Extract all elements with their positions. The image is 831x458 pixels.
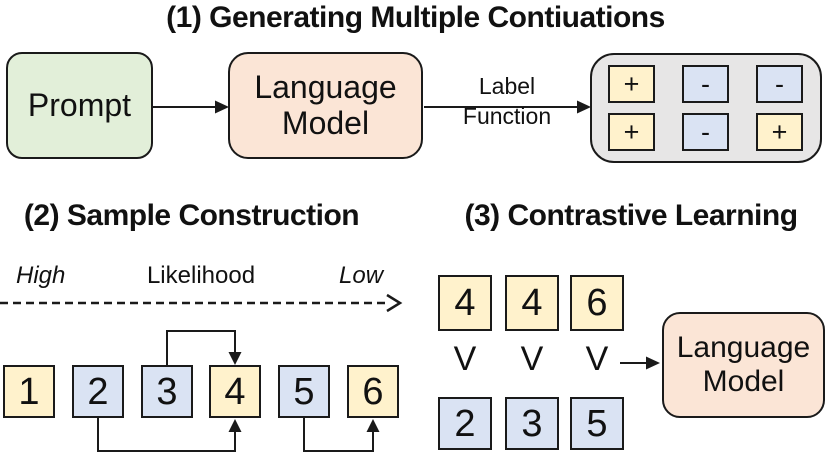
preference-symbol: V bbox=[520, 340, 544, 378]
continuation-cell: - bbox=[756, 65, 803, 103]
preference-symbol: V bbox=[585, 340, 609, 378]
section2-title: (2) Sample Construction bbox=[23, 199, 360, 232]
arrow-3-to-4 bbox=[167, 331, 242, 365]
continuation-cell: + bbox=[756, 113, 803, 151]
language-model-label-2: Language Model bbox=[676, 331, 811, 398]
likelihood-high-label: High bbox=[16, 262, 66, 289]
negative-sample-box: 5 bbox=[570, 397, 624, 450]
positive-sample-box: 4 bbox=[438, 275, 492, 331]
label-function-caption: Label Function bbox=[462, 73, 552, 129]
arrow-2-to-4 bbox=[98, 418, 242, 451]
sample-box-2: 2 bbox=[72, 365, 124, 418]
continuation-cell: - bbox=[682, 65, 729, 103]
sample-box-3: 3 bbox=[141, 365, 193, 418]
section3-title: (3) Contrastive Learning bbox=[464, 199, 798, 232]
likelihood-low-label: Low bbox=[339, 262, 384, 289]
language-model-box-2: Language Model bbox=[662, 312, 825, 418]
prompt-label: Prompt bbox=[27, 86, 132, 123]
sample-box-1: 1 bbox=[3, 365, 55, 418]
sample-box-6: 6 bbox=[347, 365, 399, 418]
positive-sample-box: 4 bbox=[505, 275, 559, 331]
negative-sample-box: 2 bbox=[438, 397, 492, 450]
arrow-5-to-6 bbox=[304, 418, 380, 451]
language-model-box: Language Model bbox=[228, 52, 423, 159]
likelihood-axis-arrow bbox=[0, 295, 400, 311]
positive-sample-box: 6 bbox=[570, 275, 624, 331]
arrow-preferences-to-lm bbox=[620, 356, 660, 370]
likelihood-axis-label: Likelihood bbox=[146, 262, 256, 289]
sample-box-5: 5 bbox=[278, 365, 330, 418]
sample-box-4: 4 bbox=[209, 365, 261, 418]
section1-title: (1) Generating Multiple Contiuations bbox=[166, 1, 665, 34]
continuation-cell: + bbox=[608, 65, 655, 103]
language-model-label: Language Model bbox=[254, 68, 397, 141]
arrow-prompt-to-lm bbox=[153, 100, 229, 114]
prompt-box: Prompt bbox=[6, 52, 153, 159]
continuations-grid: + - - + - + bbox=[590, 53, 822, 163]
negative-sample-box: 3 bbox=[505, 397, 559, 450]
preference-symbol: V bbox=[453, 340, 477, 378]
continuation-cell: - bbox=[682, 113, 729, 151]
continuation-cell: + bbox=[608, 113, 655, 151]
